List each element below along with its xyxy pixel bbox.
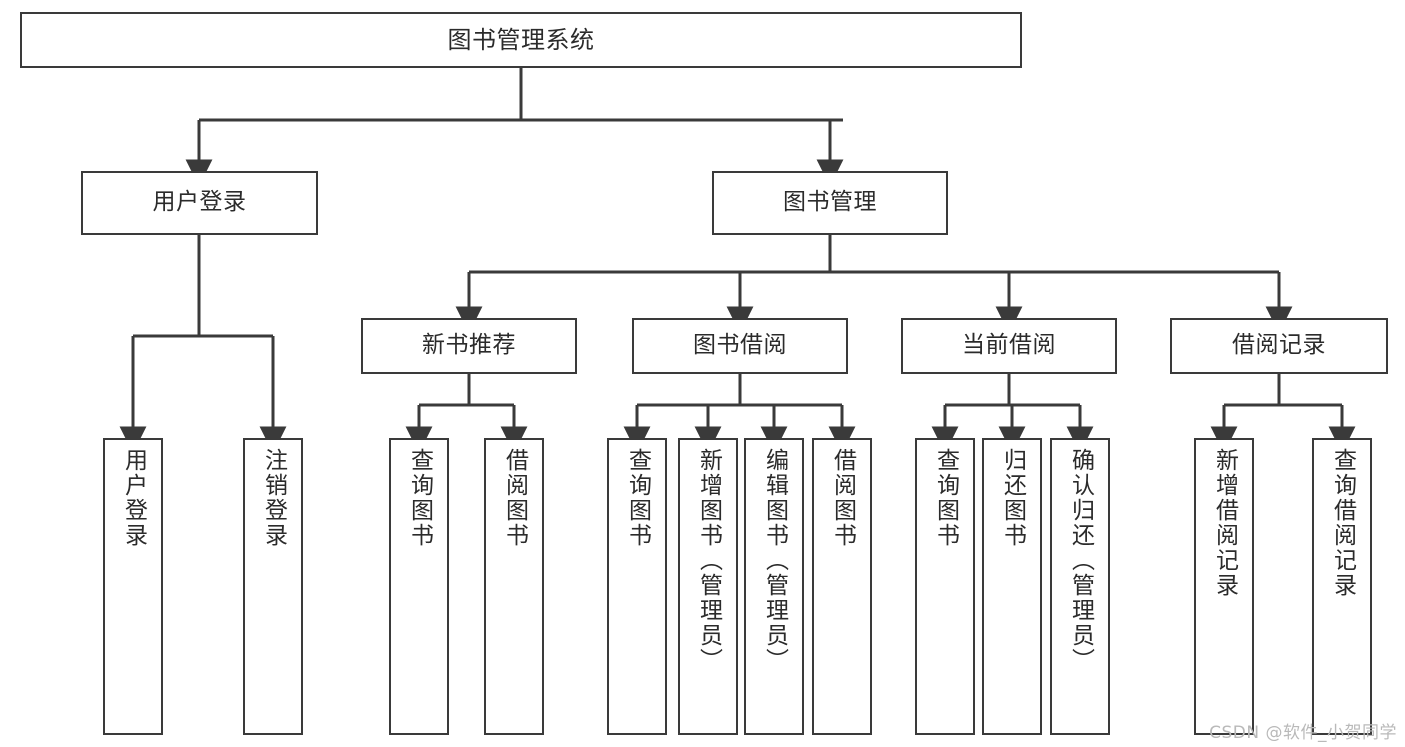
node-leaf-query-book-recommend[interactable]: 查询图书	[389, 438, 449, 735]
node-leaf-edit-book[interactable]: 编辑图书（管理员）	[744, 438, 804, 735]
csdn-watermark: CSDN @软件_小贺同学	[1209, 723, 1397, 743]
node-leaf-confirm-return[interactable]: 确认归还（管理员）	[1050, 438, 1110, 735]
node-label: 归还图书	[999, 448, 1026, 548]
node-label: 新增借阅记录	[1211, 448, 1238, 598]
node-leaf-borrow-book[interactable]: 借阅图书	[812, 438, 872, 735]
node-label: 借阅记录	[1232, 332, 1326, 359]
node-leaf-user-logout[interactable]: 注销登录	[243, 438, 303, 735]
node-current-borrow[interactable]: 当前借阅	[901, 318, 1117, 374]
node-label: 查询图书	[624, 448, 651, 548]
node-leaf-borrow-book-recommend[interactable]: 借阅图书	[484, 438, 544, 735]
node-label: 确认归还（管理员）	[1067, 448, 1094, 673]
node-book-manage[interactable]: 图书管理	[712, 171, 948, 235]
node-label: 查询借阅记录	[1329, 448, 1356, 598]
node-book-borrow[interactable]: 图书借阅	[632, 318, 848, 374]
node-label: 新增图书（管理员）	[695, 448, 722, 673]
node-label: 编辑图书（管理员）	[761, 448, 788, 673]
node-label: 注销登录	[260, 448, 287, 548]
node-label: 当前借阅	[962, 332, 1056, 359]
node-label: 借阅图书	[501, 448, 528, 548]
node-label: 用户登录	[120, 448, 147, 548]
node-label: 查询图书	[406, 448, 433, 548]
node-leaf-query-book-borrow[interactable]: 查询图书	[607, 438, 667, 735]
node-leaf-add-borrow-record[interactable]: 新增借阅记录	[1194, 438, 1254, 735]
node-leaf-add-book[interactable]: 新增图书（管理员）	[678, 438, 738, 735]
node-user-login[interactable]: 用户登录	[81, 171, 318, 235]
node-label: 图书管理	[783, 189, 877, 216]
node-label: 查询图书	[932, 448, 959, 548]
node-label: 新书推荐	[422, 332, 516, 359]
node-label: 借阅图书	[829, 448, 856, 548]
node-leaf-query-borrow-record[interactable]: 查询借阅记录	[1312, 438, 1372, 735]
node-leaf-return-book[interactable]: 归还图书	[982, 438, 1042, 735]
node-root-book-management-system[interactable]: 图书管理系统	[20, 12, 1022, 68]
node-leaf-query-book-current[interactable]: 查询图书	[915, 438, 975, 735]
node-new-book-recommend[interactable]: 新书推荐	[361, 318, 577, 374]
node-leaf-user-login[interactable]: 用户登录	[103, 438, 163, 735]
node-borrow-record[interactable]: 借阅记录	[1170, 318, 1388, 374]
node-label: 图书借阅	[693, 332, 787, 359]
node-label: 用户登录	[152, 189, 247, 216]
node-label: 图书管理系统	[447, 25, 595, 54]
